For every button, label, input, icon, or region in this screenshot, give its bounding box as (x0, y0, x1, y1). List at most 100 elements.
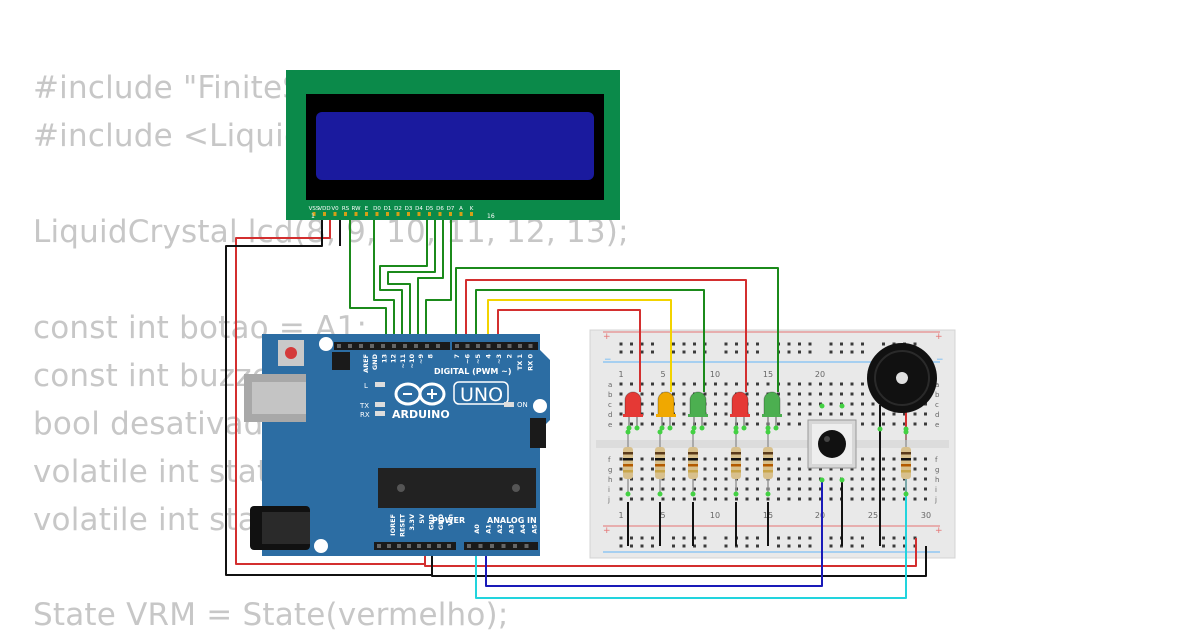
header-pin (476, 344, 480, 348)
lcd-pin-label: RW (351, 206, 361, 212)
lcd-pin (365, 212, 368, 216)
row-letter: c (935, 401, 939, 409)
breadboard-hole (871, 487, 875, 491)
power-label: POWER (432, 516, 465, 525)
breadboard-hole (640, 402, 644, 406)
breadboard-hole (672, 422, 675, 426)
breadboard-hole (871, 402, 875, 406)
rail-hole (724, 536, 728, 540)
rail-hole (651, 536, 654, 540)
breadboard-hole (787, 382, 791, 386)
header-pin (528, 344, 533, 348)
header-pin (455, 344, 459, 348)
led-body (731, 391, 749, 417)
rail-hole (640, 536, 644, 540)
header-pin (507, 344, 512, 348)
breadboard-hole (619, 457, 623, 461)
header-pin (465, 344, 470, 348)
breadboard-hole (682, 477, 686, 481)
resistor (731, 429, 741, 497)
breadboard-hole (787, 477, 791, 481)
breadboard-hole (798, 422, 801, 426)
breadboard-hole (724, 402, 728, 406)
rail-hole (892, 544, 896, 548)
pin-label: 4 (485, 354, 493, 359)
header-pin (387, 544, 391, 548)
resistor (901, 429, 911, 497)
pushbutton[interactable] (807, 419, 857, 469)
breadboard-hole (819, 497, 822, 501)
rail-hole (892, 536, 896, 540)
breadboard-hole (672, 477, 675, 481)
resistor-pin-marker (625, 491, 631, 497)
led-group (623, 391, 782, 431)
analog-header (464, 542, 538, 550)
chip-notch (512, 484, 520, 492)
resistor (688, 429, 698, 497)
breadboard-hole (850, 477, 854, 481)
breadboard-hole (651, 487, 654, 491)
breadboard-hole (861, 402, 864, 406)
pin-label: 12 (390, 354, 398, 363)
led-rim (762, 414, 782, 417)
breadboard-hole (693, 497, 696, 501)
rail-hole (703, 536, 707, 540)
breadboard-hole (619, 392, 623, 396)
resistor-band (688, 458, 698, 461)
red-led (623, 391, 643, 431)
breadboard-hole (913, 497, 917, 501)
rail-hole (630, 342, 633, 346)
lcd-data-wire (349, 216, 387, 340)
lcd-pin (470, 212, 473, 216)
breadboard-hole (735, 497, 738, 501)
resistor-pin-marker (690, 491, 696, 497)
breadboard-hole (661, 497, 665, 501)
breadboard-hole (787, 497, 791, 501)
breadboard-hole (787, 487, 791, 491)
breadboard-hole (787, 402, 791, 406)
breadboard-hole (882, 477, 885, 481)
breadboard-hole (808, 392, 812, 396)
breadboard-hole (724, 392, 728, 396)
row-letter: j (934, 496, 937, 504)
resistor-band (655, 464, 665, 467)
breadboard-hole (798, 457, 801, 461)
breadboard-hole (672, 487, 675, 491)
rail-hole (808, 544, 812, 548)
breadboard-hole (871, 422, 875, 426)
rail-minus-label: − (604, 355, 612, 365)
rail-hole (672, 536, 675, 540)
breadboard-hole (861, 457, 864, 461)
breadboard-hole (682, 382, 686, 386)
breadboard-hole (661, 382, 665, 386)
led-body (624, 391, 642, 417)
pushbutton-cap[interactable] (818, 430, 846, 458)
breadboard-hole (745, 477, 749, 481)
breadboard-hole (672, 497, 675, 501)
rail-hole (787, 544, 791, 548)
on-led-label: ON (517, 401, 528, 409)
breadboard-hole (682, 497, 686, 501)
breadboard-hole (630, 382, 633, 386)
buzzer (867, 343, 937, 413)
rail-minus-label: − (936, 355, 944, 365)
breadboard-hole (861, 497, 864, 501)
breadboard-hole (619, 422, 623, 426)
lcd-pin-label: D4 (415, 206, 423, 212)
lcd-data-wire (417, 216, 444, 340)
resistor-band (731, 470, 741, 473)
arduino-brand: ARDUINO (392, 408, 450, 421)
resistor-band (731, 452, 741, 455)
header-pin (392, 344, 396, 348)
breadboard-hole (651, 382, 654, 386)
row-letter: d (935, 411, 939, 419)
column-number: 15 (763, 370, 773, 379)
column-number: 1 (618, 511, 623, 520)
lcd-pin (386, 212, 389, 216)
rx-led (375, 411, 385, 416)
row-letter: j (607, 496, 610, 504)
led-signal-wire (455, 267, 779, 392)
breadboard-hole (714, 412, 717, 416)
breadboard-hole (903, 422, 906, 426)
